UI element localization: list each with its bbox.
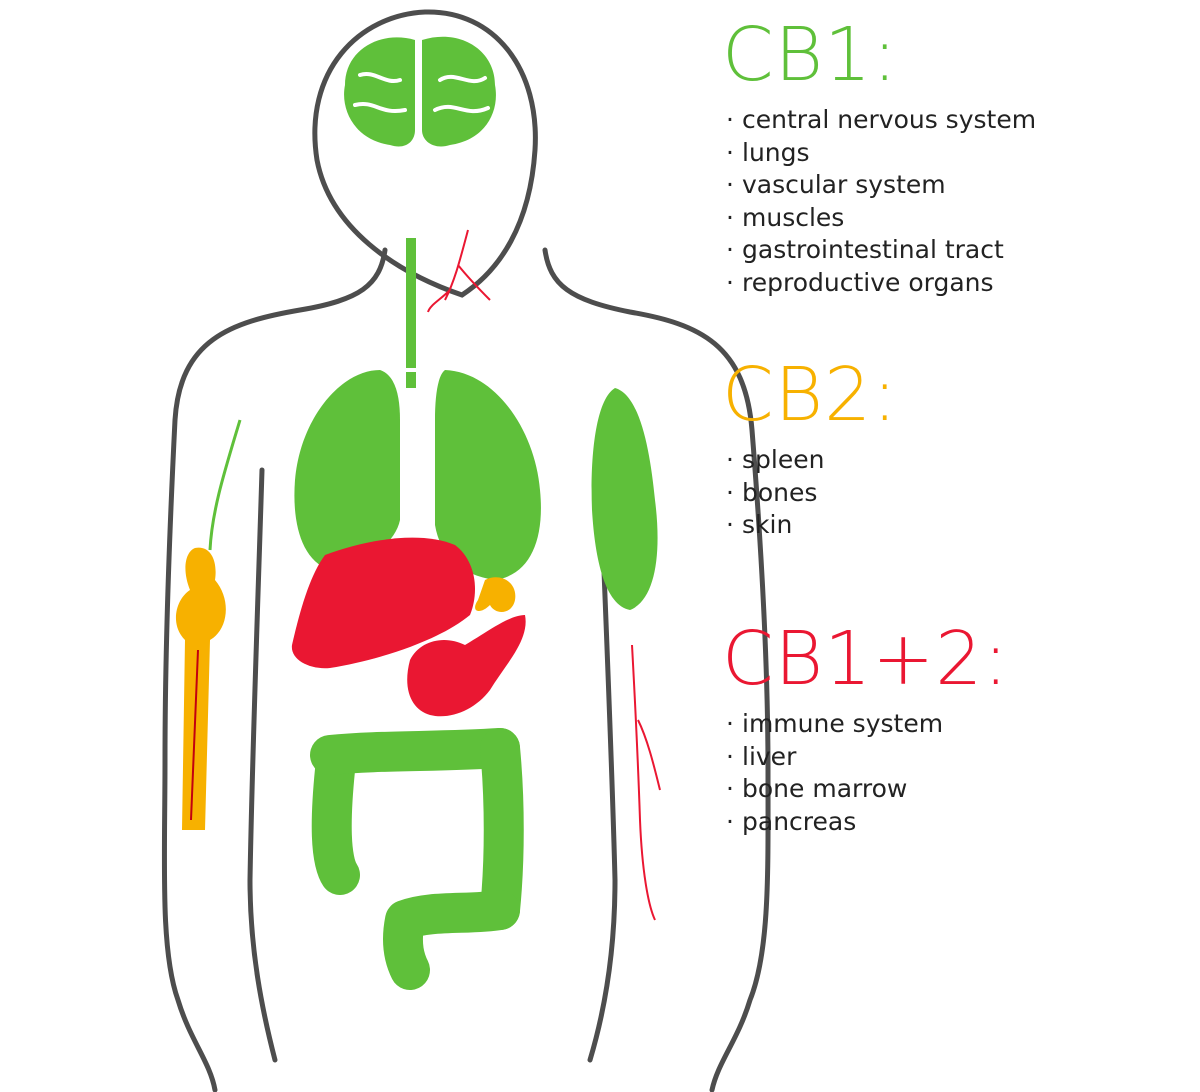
brain-icon (344, 36, 496, 147)
list-item: ·gastrointestinal tract (726, 235, 1004, 264)
legend-title-cb1: CB1: (722, 12, 899, 98)
list-item: ·muscles (726, 202, 845, 232)
list-item: ·lungs (726, 137, 810, 167)
legend-cb2: CB2: ·spleen ·bones ·skin (722, 358, 898, 542)
neck-vessels (427, 229, 491, 313)
trachea-icon (406, 238, 416, 388)
list-item: ·liver (726, 741, 797, 771)
list-item: ·pancreas (726, 806, 857, 836)
list-item: ·reproductive organs (726, 267, 994, 297)
arm-vessels (631, 644, 661, 921)
legend-cb1: CB1: ·central nervous system ·lungs ·vas… (722, 18, 1036, 299)
legend-list-cb1: ·central nervous system ·lungs ·vascular… (726, 104, 1036, 299)
body-outline (312, 9, 538, 298)
liver-icon (291, 537, 475, 669)
list-item: ·vascular system (726, 170, 946, 199)
bone-icon (175, 419, 242, 830)
legend-title-cb1-2: CB1+2: (722, 616, 1010, 702)
muscle-icon (591, 388, 658, 610)
pancreas-icon (407, 615, 526, 717)
spleen-icon (475, 577, 516, 612)
legend-list-cb2: ·spleen ·bones ·skin (726, 444, 898, 542)
lungs-icon (294, 370, 541, 580)
intestine-icon (310, 728, 524, 990)
legend-title-cb2: CB2: (722, 352, 899, 438)
body-torso-outline (161, 247, 771, 1092)
list-item: ·immune system (726, 709, 944, 738)
list-item: ·skin (726, 510, 793, 539)
list-item: ·bone marrow (726, 774, 908, 803)
legend-cb1-2: CB1+2: ·immune system ·liver ·bone marro… (722, 622, 1009, 838)
legend-list-cb1-2: ·immune system ·liver ·bone marrow ·panc… (726, 708, 1009, 838)
list-item: ·spleen (726, 445, 825, 474)
list-item: ·bones (726, 477, 818, 507)
list-item: ·central nervous system (726, 105, 1037, 134)
